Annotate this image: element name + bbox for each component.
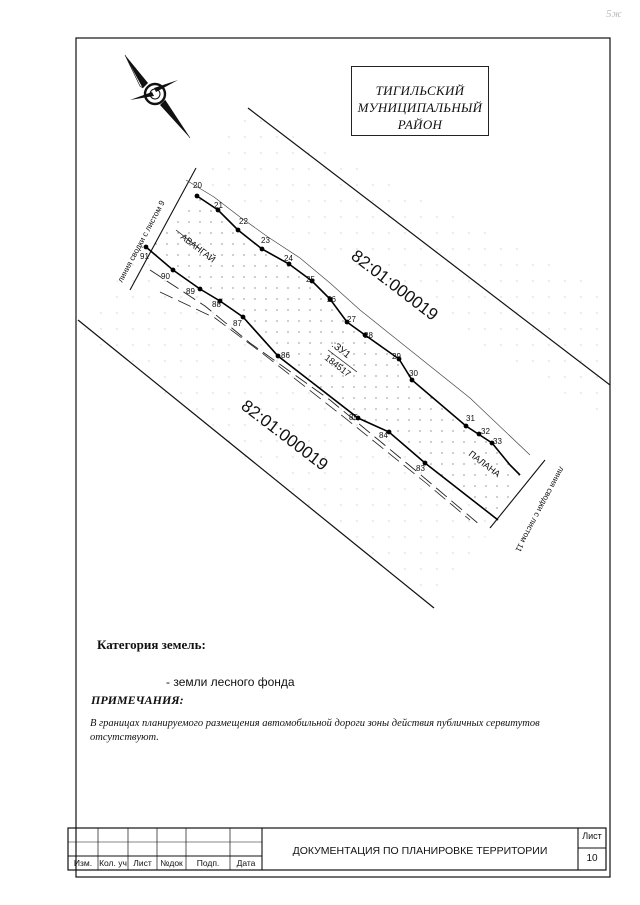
document-title: ДОКУМЕНТАЦИЯ ПО ПЛАНИРОВКЕ ТЕРРИТОРИИ (292, 845, 548, 857)
point-label: 86 (281, 351, 290, 360)
point-label: 85 (349, 413, 358, 422)
page-corner-mark: 5ж (606, 8, 622, 20)
district-line-1: ТИГИЛЬСКИЙ (375, 83, 465, 98)
north-point-labels: 20 21 22 23 24 25 26 27 28 29 30 31 32 3… (193, 181, 502, 446)
upper-parcel-edge (247, 107, 611, 386)
south-point-labels: 91 90 89 88 87 86 85 84 83 (140, 252, 425, 473)
match-line-left (129, 167, 197, 291)
point-label: 30 (409, 369, 418, 378)
district-title-box: ТИГИЛЬСКИЙ МУНИЦИПАЛЬНЫЙ РАЙОН (351, 66, 489, 136)
district-line-3: РАЙОН (397, 117, 443, 132)
stamp-col-sheet: Лист (133, 858, 152, 868)
point-label: 91 (140, 252, 149, 261)
point-label: 22 (239, 217, 248, 226)
plot-south-boundary (145, 246, 499, 521)
upper-parcel-fill (196, 108, 610, 420)
point-label: 32 (481, 427, 490, 436)
plot-id-underline (327, 349, 358, 373)
lower-parcel-fill (80, 250, 500, 600)
north-arrow-icon (124, 54, 191, 139)
district-line-2: МУНИЦИПАЛЬНЫЙ (357, 100, 483, 115)
point-label: 26 (327, 295, 336, 304)
title-block-grid (67, 827, 607, 871)
point-label: 29 (392, 352, 401, 361)
stamp-col-docnum: №док (160, 858, 183, 868)
point-label: 87 (233, 319, 242, 328)
sheet-label: Лист (582, 831, 602, 841)
notes-heading: ПРИМЕЧАНИЯ: (91, 693, 184, 707)
plot-fill (146, 196, 520, 520)
point-label: 25 (306, 275, 315, 284)
lower-parcel-edge (77, 319, 435, 609)
stamp-col-change: Изм. (73, 858, 93, 868)
road-edge-dashed-2 (159, 291, 471, 521)
sheet-number: 10 (586, 853, 598, 864)
match-line-right-label: линия сводки с листом 11 (513, 465, 566, 554)
match-line-right (489, 459, 546, 529)
point-label: 90 (161, 272, 170, 281)
boundary-point-markers (143, 193, 495, 466)
point-label: 20 (193, 181, 202, 190)
drawing-frame (75, 37, 611, 878)
stamp-col-count: Кол. уч (99, 858, 127, 868)
point-label: 23 (261, 236, 270, 245)
point-label: 21 (214, 201, 223, 210)
point-label: 89 (186, 287, 195, 296)
point-label: 83 (416, 464, 425, 473)
stamp-col-date: Дата (236, 858, 256, 868)
point-label: 24 (284, 254, 293, 263)
road-edge-thin-upper (185, 179, 531, 456)
point-label: 84 (379, 431, 388, 440)
stamp-col-signature: Подп. (196, 858, 220, 868)
point-label: 88 (212, 300, 221, 309)
land-category-heading: Категория земель: (97, 637, 206, 652)
road-edge-dashed-1 (149, 269, 481, 526)
road-label-left-arrow (175, 229, 200, 249)
point-label: 31 (466, 414, 475, 423)
point-label: 27 (347, 315, 356, 324)
point-label: 33 (493, 437, 502, 446)
point-label: 28 (364, 331, 373, 340)
notes-text: В границах планируемого размещения автом… (90, 718, 540, 743)
land-category-value: - земли лесного фонда (166, 675, 295, 689)
